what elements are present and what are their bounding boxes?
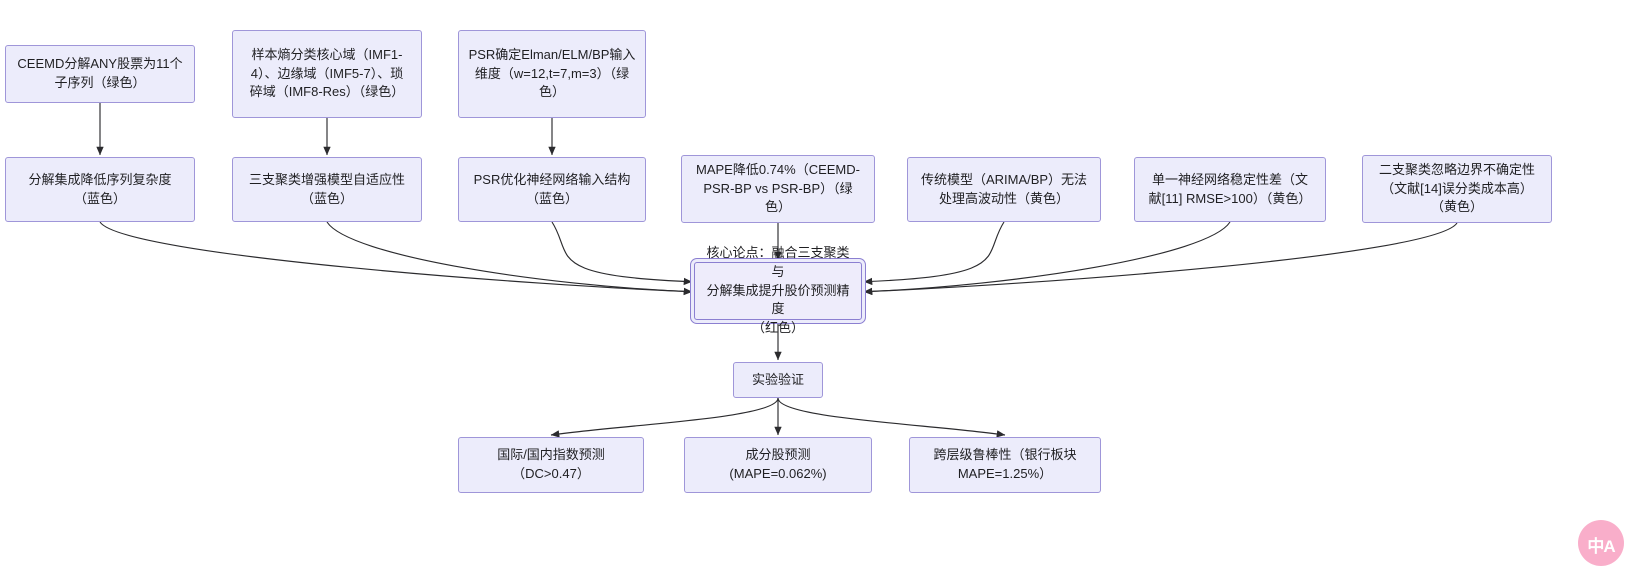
node-label: 分解集成降低序列复杂度 （蓝色） <box>28 171 172 206</box>
node-label: 单一神经网络稳定性差（文 献[11] RMSE>100）（黄色） <box>1148 171 1312 206</box>
edge-boundary-issue-to-core <box>863 222 1458 296</box>
edge-complexity-to-core <box>99 221 693 296</box>
edge-validation-to-index <box>550 397 779 438</box>
node-label: CEEMD分解ANY股票为11个 子序列（绿色） <box>17 56 183 90</box>
node-constituent-stock-forecast-result[interactable]: 成分股预测 (MAPE=0.062%) <box>684 437 872 493</box>
node-single-network-instability[interactable]: 单一神经网络稳定性差（文 献[11] RMSE>100）（黄色） <box>1134 157 1326 222</box>
node-two-way-clustering-boundary-issue[interactable]: 二支聚类忽略边界不确定性 （文献[14]误分类成本高） （黄色） <box>1362 155 1552 223</box>
node-psr-optimizes-network-input[interactable]: PSR优化神经网络输入结构 （蓝色） <box>458 157 646 222</box>
edge-network-input-to-core <box>551 221 693 286</box>
node-mape-reduction-result[interactable]: MAPE降低0.74%（CEEMD- PSR-BP vs PSR-BP）（绿 色… <box>681 155 875 223</box>
node-index-forecast-result[interactable]: 国际/国内指数预测 （DC>0.47） <box>458 437 644 493</box>
watermark-badge: 中A <box>1578 520 1624 566</box>
node-core-thesis[interactable]: 核心论点：融合三支聚类与 分解集成提升股价预测精度 （红色） <box>694 245 862 335</box>
node-ceemd-decomposition[interactable]: CEEMD分解ANY股票为11个 子序列（绿色） <box>5 45 195 103</box>
node-label: 二支聚类忽略边界不确定性 （文献[14]误分类成本高） （黄色） <box>1378 161 1535 215</box>
node-psr-input-dimension[interactable]: PSR确定Elman/ELM/BP输入 维度（w=12,t=7,m=3）（绿 色… <box>458 30 646 118</box>
node-label: PSR确定Elman/ELM/BP输入 维度（w=12,t=7,m=3）（绿 色… <box>468 46 636 100</box>
node-label: MAPE降低0.74%（CEEMD- PSR-BP vs PSR-BP）（绿 色… <box>696 161 860 215</box>
node-traditional-model-limitation[interactable]: 传统模型（ARIMA/BP）无法 处理高波动性（黄色） <box>907 157 1101 222</box>
node-cross-level-robustness-result[interactable]: 跨层级鲁棒性（银行板块 MAPE=1.25%） <box>909 437 1101 493</box>
node-label: PSR优化神经网络输入结构 （蓝色） <box>473 171 631 206</box>
node-label: 三支聚类增强模型自适应性 （蓝色） <box>248 171 405 206</box>
node-label: 跨层级鲁棒性（银行板块 MAPE=1.25%） <box>933 447 1077 481</box>
node-label: 成分股预测 (MAPE=0.062%) <box>729 447 827 481</box>
node-three-way-clustering-adaptability[interactable]: 三支聚类增强模型自适应性 （蓝色） <box>232 157 422 222</box>
node-experimental-validation[interactable]: 实验验证 <box>733 362 823 398</box>
node-decomposition-reduces-complexity[interactable]: 分解集成降低序列复杂度 （蓝色） <box>5 157 195 222</box>
node-label: 实验验证 <box>751 371 804 387</box>
node-label: 样本熵分类核心域（IMF1- 4）、边缘域（IMF5-7）、琐 碎域（IMF8-… <box>249 46 405 100</box>
edge-validation-to-robustness <box>777 397 1006 438</box>
watermark-label: 中A <box>1587 536 1615 556</box>
node-label: 核心论点：融合三支聚类与 分解集成提升股价预测精度 （红色） <box>706 244 850 336</box>
edge-adaptability-to-core <box>326 221 693 296</box>
node-label: 传统模型（ARIMA/BP）无法 处理高波动性（黄色） <box>920 171 1088 206</box>
node-label: 国际/国内指数预测 （DC>0.47） <box>497 447 605 481</box>
node-sample-entropy-classification[interactable]: 样本熵分类核心域（IMF1- 4）、边缘域（IMF5-7）、琐 碎域（IMF8-… <box>232 30 422 118</box>
edge-instability-to-core <box>863 221 1231 296</box>
edge-traditional-limit-to-core <box>863 221 1005 286</box>
